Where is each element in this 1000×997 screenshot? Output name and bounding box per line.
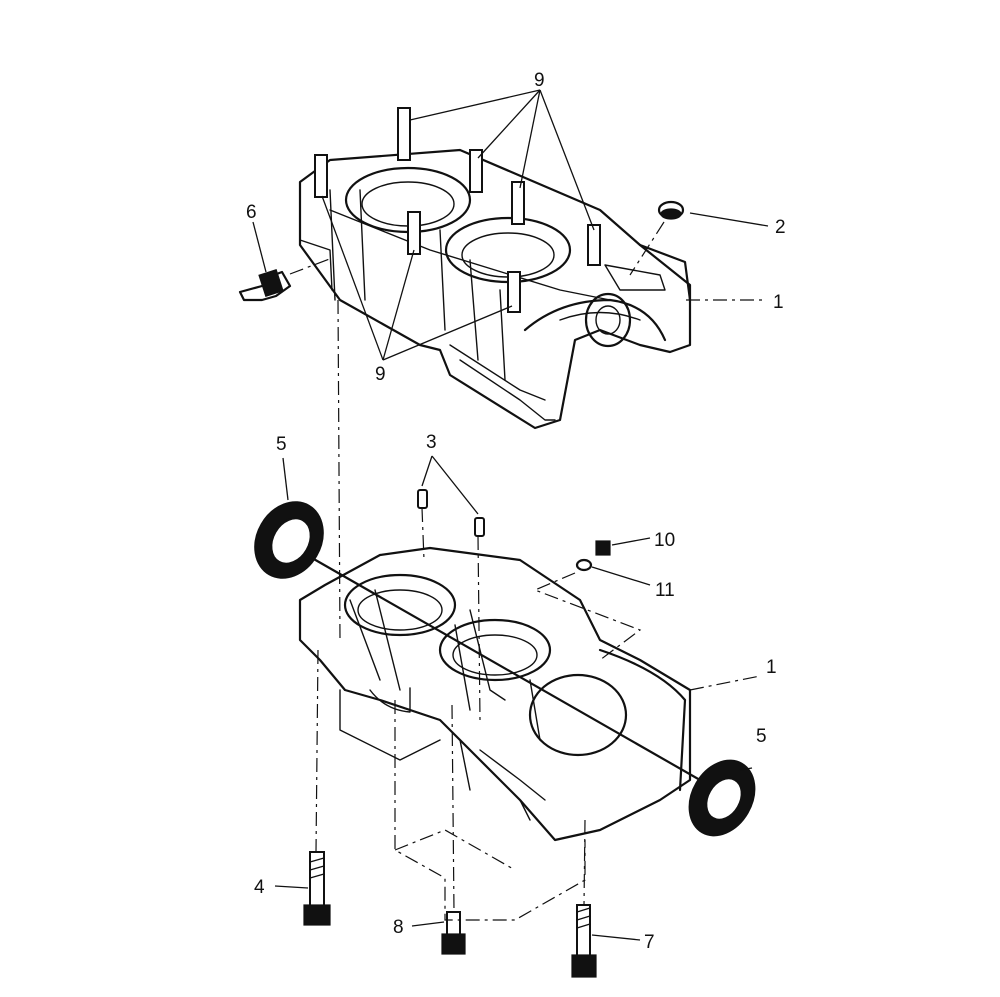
bolt-8 [441,911,466,955]
upper-crankcase-half [298,148,692,430]
callout-7: 7 [644,932,655,953]
oil-seal-left [254,501,324,579]
assembly-centerlines [315,299,765,921]
leader-lines [252,89,769,941]
callout-9-top: 9 [534,70,545,91]
drain-plug-and-washer [533,540,642,661]
bolt-4 [303,851,331,926]
callout-5-left: 5 [276,434,287,455]
dowel-pins [417,489,485,537]
cylinder-studs [314,107,601,313]
temperature-sensor-fitting [238,257,333,302]
oil-seal-right [688,759,756,837]
callout-9-bottom: 9 [375,364,386,385]
lower-crankcase-half [298,546,692,842]
callout-1-bottom: 1 [766,657,777,678]
callout-8: 8 [393,917,404,938]
callout-5-right: 5 [756,726,767,747]
callout-labels: 9 6 2 1 9 5 3 10 11 1 5 4 8 7 [246,70,786,953]
callout-11: 11 [655,580,675,601]
plug-cap [629,200,685,276]
callout-2: 2 [775,217,786,238]
callout-4: 4 [254,877,265,898]
callout-1-top: 1 [773,292,784,313]
callout-10: 10 [654,530,675,551]
crankshaft-axis [310,556,702,782]
callout-3: 3 [426,432,437,453]
bolt-7 [571,904,597,978]
callout-6: 6 [246,202,257,223]
